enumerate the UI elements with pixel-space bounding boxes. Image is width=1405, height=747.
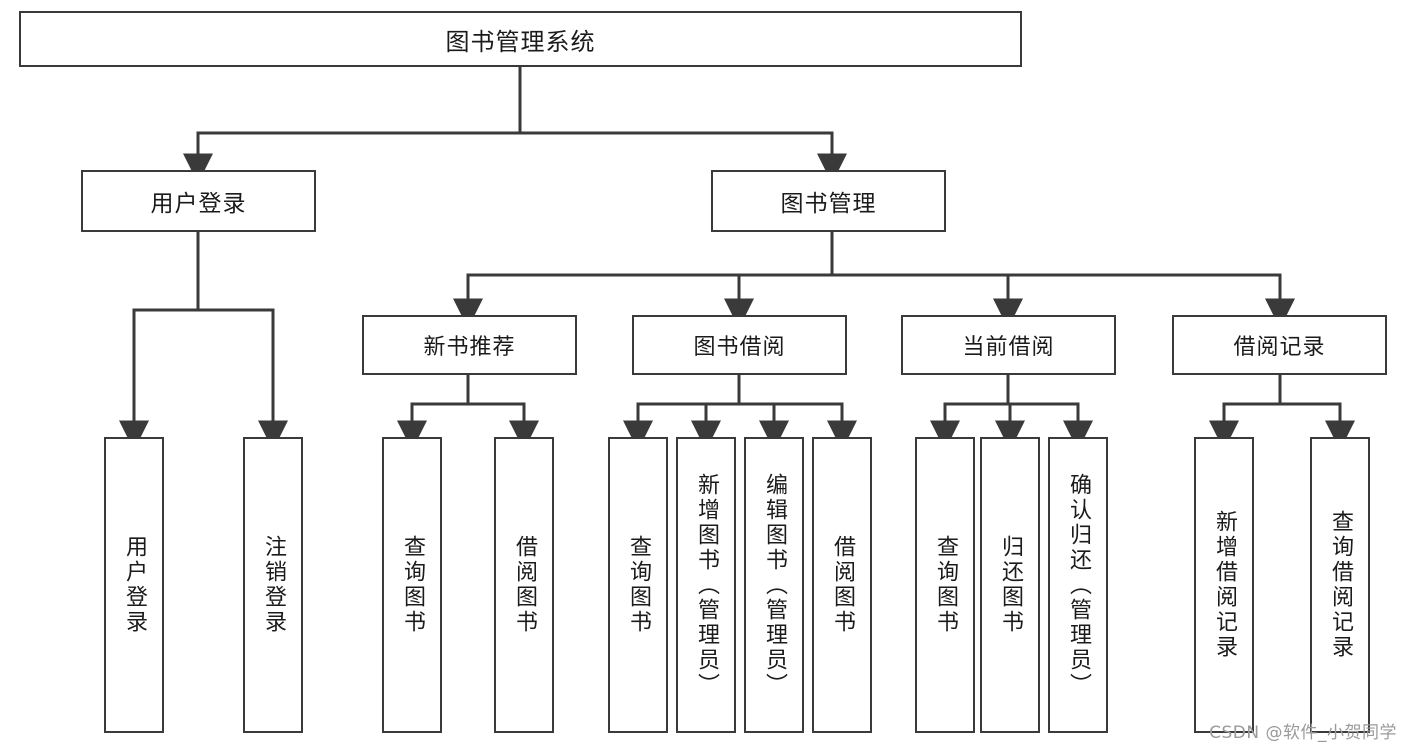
- node-leaf-query-book-2[interactable]: 查询图书: [608, 437, 668, 733]
- node-leaf-return-book-label: 归还图书: [997, 535, 1023, 635]
- node-leaf-add-record[interactable]: 新增借阅记录: [1194, 437, 1254, 733]
- node-book-borrow[interactable]: 图书借阅: [632, 315, 847, 375]
- node-leaf-borrow-book-1[interactable]: 借阅图书: [494, 437, 554, 733]
- node-user-login-label: 用户登录: [150, 191, 247, 217]
- node-borrow-record-label: 借阅记录: [1233, 335, 1326, 360]
- node-user-login[interactable]: 用户登录: [81, 170, 316, 232]
- node-leaf-logout-login-label: 注销登录: [260, 535, 286, 635]
- node-leaf-logout-login[interactable]: 注销登录: [243, 437, 303, 733]
- watermark-text: CSDN @软件_小贺同学: [1209, 723, 1397, 743]
- node-leaf-borrow-book-2[interactable]: 借阅图书: [812, 437, 872, 733]
- node-new-book-recommend-label: 新书推荐: [423, 335, 516, 360]
- node-book-management[interactable]: 图书管理: [711, 170, 946, 232]
- node-book-management-label: 图书管理: [780, 191, 877, 217]
- node-leaf-user-login[interactable]: 用户登录: [104, 437, 164, 733]
- node-current-borrow[interactable]: 当前借阅: [901, 315, 1116, 375]
- node-leaf-query-book-1[interactable]: 查询图书: [382, 437, 442, 733]
- node-leaf-confirm-return[interactable]: 确认归还（管理员）: [1048, 437, 1108, 733]
- node-leaf-return-book[interactable]: 归还图书: [980, 437, 1040, 733]
- node-leaf-add-record-label: 新增借阅记录: [1211, 510, 1237, 660]
- node-new-book-recommend[interactable]: 新书推荐: [362, 315, 577, 375]
- node-root-label: 图书管理系统: [445, 27, 596, 56]
- node-leaf-query-book-3-label: 查询图书: [932, 535, 958, 635]
- node-root[interactable]: 图书管理系统: [19, 11, 1022, 67]
- node-leaf-query-book-2-label: 查询图书: [625, 535, 651, 635]
- node-borrow-record[interactable]: 借阅记录: [1172, 315, 1387, 375]
- node-leaf-add-book-label: 新增图书（管理员）: [693, 472, 719, 698]
- node-leaf-query-record[interactable]: 查询借阅记录: [1310, 437, 1370, 733]
- node-leaf-query-record-label: 查询借阅记录: [1327, 510, 1353, 660]
- node-leaf-confirm-return-label: 确认归还（管理员）: [1065, 472, 1091, 698]
- node-leaf-user-login-label: 用户登录: [121, 535, 147, 635]
- node-leaf-edit-book-label: 编辑图书（管理员）: [761, 472, 787, 698]
- node-current-borrow-label: 当前借阅: [962, 335, 1055, 360]
- node-book-borrow-label: 图书借阅: [693, 335, 786, 360]
- node-leaf-borrow-book-1-label: 借阅图书: [511, 535, 537, 635]
- node-leaf-add-book[interactable]: 新增图书（管理员）: [676, 437, 736, 733]
- node-leaf-query-book-1-label: 查询图书: [399, 535, 425, 635]
- node-leaf-borrow-book-2-label: 借阅图书: [829, 535, 855, 635]
- node-leaf-edit-book[interactable]: 编辑图书（管理员）: [744, 437, 804, 733]
- node-leaf-query-book-3[interactable]: 查询图书: [915, 437, 975, 733]
